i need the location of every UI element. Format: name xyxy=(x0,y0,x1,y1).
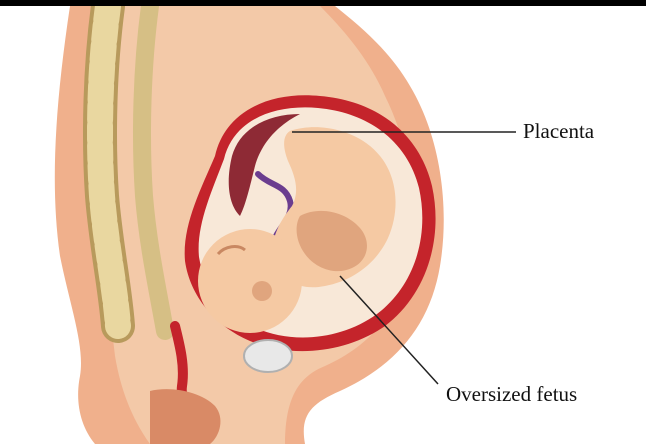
fetus-ear xyxy=(252,281,272,301)
fetus-head xyxy=(198,229,302,333)
placenta-label: Placenta xyxy=(523,121,594,142)
oversized-fetus-label: Oversized fetus xyxy=(446,384,577,405)
illustration-panel: Placenta Oversized fetus xyxy=(0,6,646,444)
bladder xyxy=(244,340,292,372)
pregnancy-cross-section-illustration xyxy=(0,6,646,444)
